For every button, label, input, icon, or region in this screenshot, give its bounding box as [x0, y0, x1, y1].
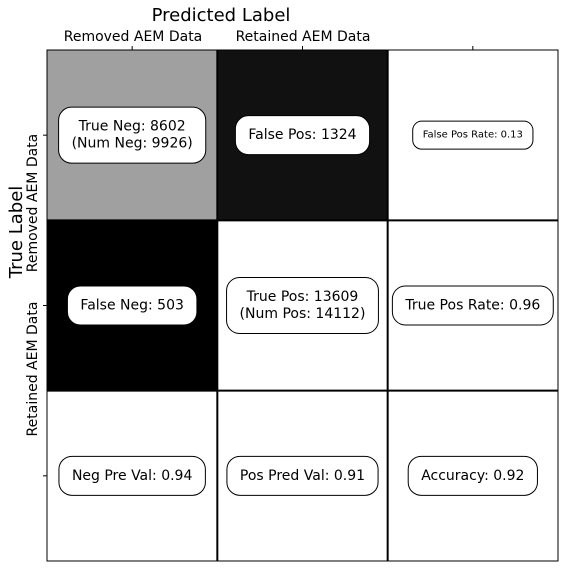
cell-label-1-2: True Pos Rate: 0.96: [391, 285, 554, 326]
cell-label-text: (Num Pos: 14112): [240, 306, 366, 322]
cell-label-0-2: False Pos Rate: 0.13: [412, 120, 534, 150]
cell-label-text: Neg Pre Val: 0.94: [72, 468, 193, 484]
cell-label-2-0: Neg Pre Val: 0.94: [58, 455, 206, 496]
cell-label-text: False Neg: 503: [80, 297, 183, 313]
cell-label-box: [391, 285, 554, 326]
cell-label-box: [66, 285, 198, 326]
chart-title: Predicted Label: [152, 5, 291, 26]
x-tick-label-removed: Removed AEM Data: [64, 29, 203, 45]
x-tick-label-retained: Retained AEM Data: [236, 29, 371, 45]
cell-label-text: Accuracy: 0.92: [421, 468, 524, 484]
cell-label-box: [234, 115, 371, 156]
cell-label-text: Pos Pred Val: 0.91: [240, 468, 365, 484]
cell-labels: True Neg: 8602(Num Neg: 9926) False Pos: …: [58, 106, 554, 496]
cell-label-text: True Pos Rate: 0.96: [404, 297, 540, 313]
cell-label-text: False Pos Rate: 0.13: [423, 130, 523, 141]
matrix-grid-lines: [46, 49, 559, 562]
cell-label-1-1: True Pos: 13609(Num Pos: 14112): [226, 276, 379, 334]
cell-label-box: [412, 120, 534, 150]
cell-label-text: True Pos: 13609: [246, 289, 359, 305]
cell-label-box: [407, 455, 538, 496]
cell-label-box: [58, 106, 207, 164]
cell-label-0-0: True Neg: 8602(Num Neg: 9926): [58, 106, 207, 164]
cell-label-box: [58, 455, 206, 496]
cell-label-box: [226, 276, 379, 334]
axis-ticks: [43, 46, 474, 477]
cell-label-2-2: Accuracy: 0.92: [407, 455, 538, 496]
cell-label-text: True Neg: 8602: [78, 119, 186, 135]
y-tick-label-removed: Removed AEM Data: [25, 134, 41, 273]
cell-label-text: (Num Neg: 9926): [72, 136, 193, 152]
cell-label-box: [226, 455, 379, 496]
cell-label-text: False Pos: 1324: [248, 127, 356, 143]
cell-label-0-1: False Pos: 1324: [234, 115, 371, 156]
cell-label-1-0: False Neg: 503: [66, 285, 198, 326]
cell-label-2-1: Pos Pred Val: 0.91: [226, 455, 379, 496]
y-axis-title: True Label: [6, 186, 27, 280]
y-tick-label-retained: Retained AEM Data: [25, 302, 41, 437]
